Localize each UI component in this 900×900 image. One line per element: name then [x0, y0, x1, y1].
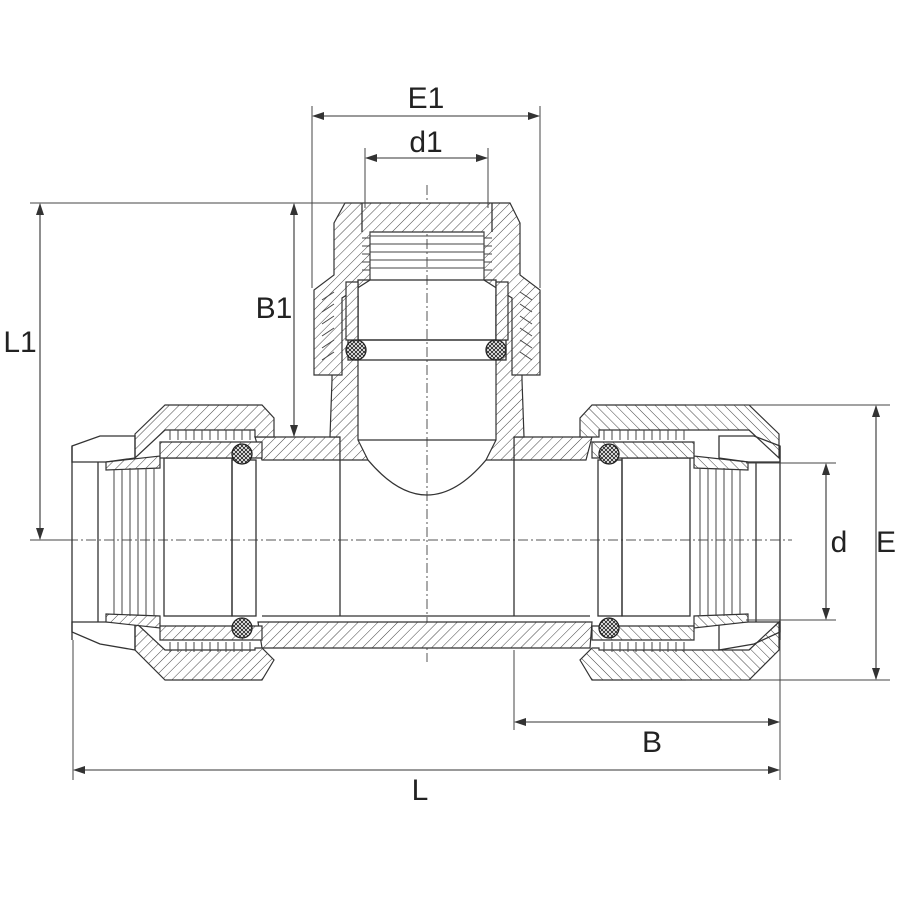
o-ring-branch-right	[485, 339, 507, 361]
o-ring-left-bottom	[231, 617, 253, 639]
o-ring-branch-left	[345, 339, 367, 361]
label-l: L	[412, 774, 429, 807]
label-e1: E1	[408, 82, 445, 115]
center-lines	[32, 185, 792, 662]
label-e: E	[876, 526, 896, 559]
dimension-labels: E1 d1 B1 L1 d E B L	[3, 82, 896, 807]
label-b: B	[642, 726, 662, 759]
o-ring-right-bottom	[598, 617, 620, 639]
right-compression-end	[579, 404, 781, 681]
label-b1: B1	[256, 292, 293, 325]
tee-body	[254, 287, 593, 649]
o-ring-right-top	[598, 443, 620, 465]
o-ring-left-top	[231, 443, 253, 465]
label-l1: L1	[3, 326, 36, 359]
branch-nut	[313, 202, 541, 376]
dimension-lines	[30, 106, 890, 780]
label-d1: d1	[409, 126, 442, 159]
o-rings	[231, 339, 620, 639]
label-d: d	[831, 526, 848, 559]
